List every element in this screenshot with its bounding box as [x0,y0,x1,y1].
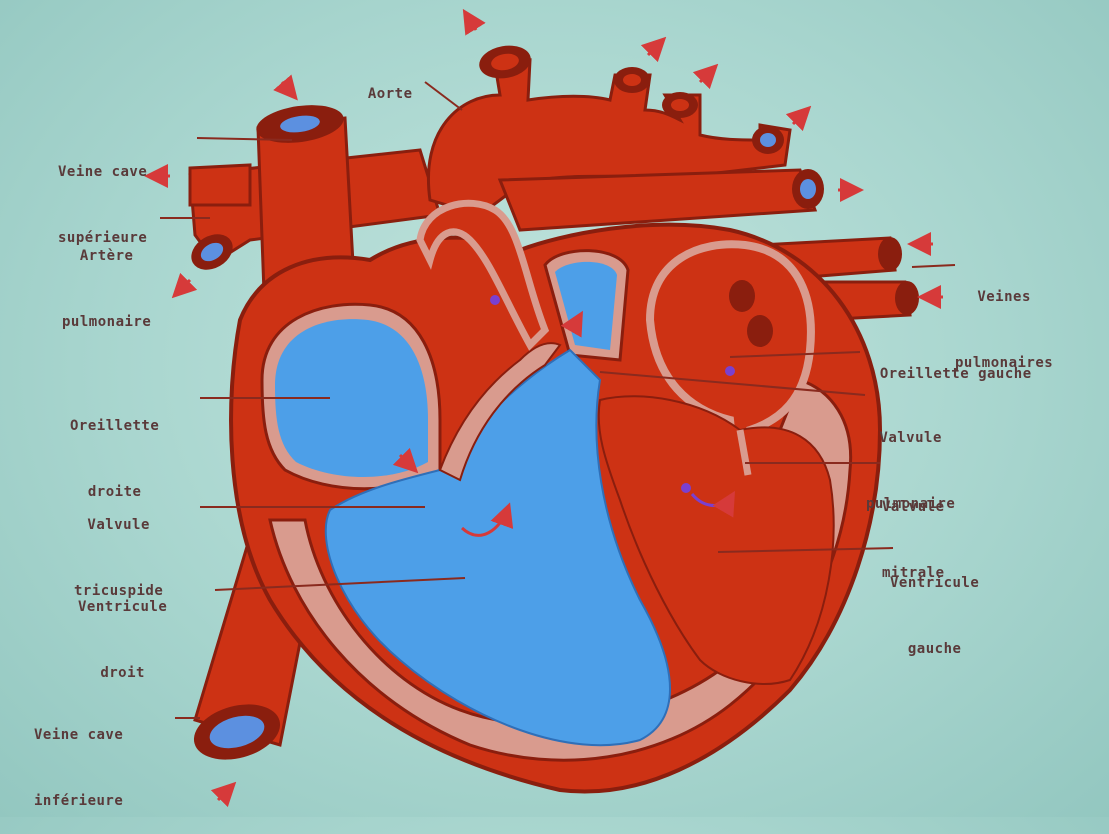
label-veine-cave-inferieure: Veine cave inférieure [34,680,123,834]
label-ventricule-gauche: Ventricule gauche [890,528,979,682]
label-oreillette-gauche: Oreillette gauche [862,341,1032,385]
pulmonary-artery-right [500,169,824,230]
right-atrium-chamber [262,304,440,488]
heart-diagram: Aorte Veine cave supérieure Artère pulmo… [0,0,1109,817]
label-artere-pulmonaire: Artère pulmonaire [62,201,151,355]
label-aorte: Aorte [350,61,413,105]
